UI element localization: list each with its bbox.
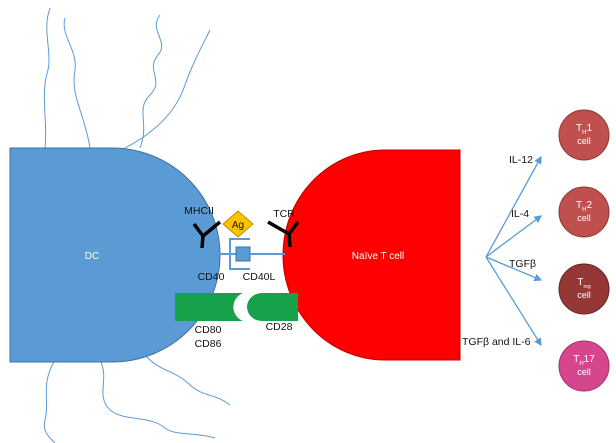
mhcii-label: MHCII <box>184 205 214 217</box>
th2-main: T <box>576 200 582 211</box>
th2-line2: cell <box>577 213 591 223</box>
cd40l-label: CD40L <box>243 271 276 283</box>
svg-text:TH1: TH1 <box>576 123 592 136</box>
th17-line2: cell <box>577 367 591 377</box>
y-receptor-icon <box>267 220 300 248</box>
th1-sub: H <box>582 130 586 136</box>
tgfb-il6-label: TGFβ and IL-6 <box>462 336 531 348</box>
th1-line2: cell <box>577 136 591 146</box>
cd86-label: CD86 <box>195 338 222 350</box>
arrow-to-treg <box>485 256 543 282</box>
arrow-to-th1 <box>485 155 542 258</box>
ag-label: Ag <box>232 220 244 231</box>
th17-sub: H <box>579 361 583 367</box>
svg-text:TH17: TH17 <box>573 354 595 367</box>
dendrite-5 <box>43 359 56 443</box>
dc-label: DC <box>85 251 99 262</box>
treg-main: T <box>577 277 583 288</box>
naive-t-label: Naïve T cell <box>352 251 404 262</box>
dendrite-1 <box>43 7 51 149</box>
dendrite-3 <box>139 14 163 149</box>
cd28-label: CD28 <box>266 321 293 333</box>
cd40-label: CD40 <box>198 271 225 283</box>
differentiation-arrows <box>485 155 543 347</box>
dc-dendrites <box>43 7 231 443</box>
dc-cell-body <box>9 147 221 363</box>
dendrite-6 <box>99 359 216 439</box>
th1-suffix: 1 <box>586 123 592 134</box>
arrow-to-th17 <box>485 256 542 347</box>
treg-sub: reg <box>583 284 590 290</box>
socket-receptor-icon <box>229 238 285 270</box>
svg-text:TH2: TH2 <box>576 200 592 213</box>
dendrite-7 <box>144 354 231 406</box>
th1-main: T <box>576 123 582 134</box>
th17-suffix: 17 <box>584 354 596 365</box>
th17-cell: TH17 cell <box>558 340 610 392</box>
th2-sub: H <box>582 207 586 213</box>
il12-label: IL-12 <box>509 154 533 166</box>
treg-cell: Treg cell <box>558 263 610 315</box>
cd80-label: CD80 <box>195 324 222 336</box>
tcr-label: TCR <box>273 208 295 220</box>
svg-text:Treg: Treg <box>577 277 591 290</box>
tgfb-label: TGFβ <box>509 258 536 270</box>
dendrite-4 <box>124 29 211 149</box>
cd80-cd86-molecule <box>175 293 243 321</box>
treg-line2: cell <box>577 290 591 300</box>
il4-label: IL-4 <box>511 208 529 220</box>
th1-cell: TH1 cell <box>558 109 610 161</box>
naive-t-cell-body <box>282 149 461 361</box>
th2-cell: TH2 cell <box>558 186 610 238</box>
arrow-to-th2 <box>485 215 543 258</box>
dendrite-2 <box>63 17 91 149</box>
cd28-molecule <box>247 293 298 321</box>
diamond-antigen-icon <box>222 210 254 238</box>
th17-main: T <box>573 354 579 365</box>
th2-suffix: 2 <box>586 200 592 211</box>
y-receptor-icon <box>192 220 222 249</box>
